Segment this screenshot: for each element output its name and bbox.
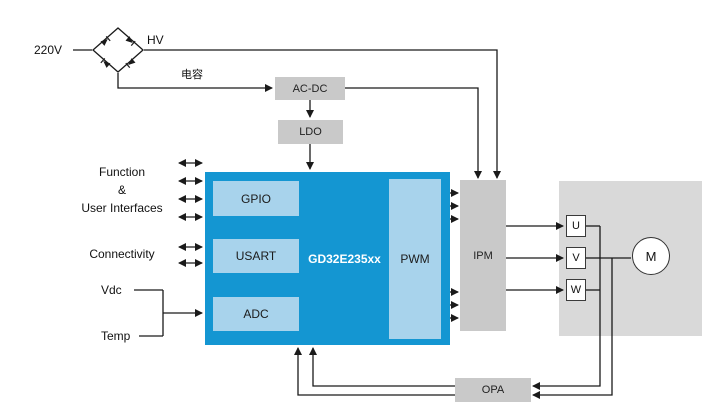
capacitor-label: 电容 <box>181 69 203 81</box>
temp-label: Temp <box>101 329 131 343</box>
gpio-block: GPIO <box>213 181 299 216</box>
motor-symbol: M <box>632 237 670 275</box>
function-label-line2: & <box>117 183 126 197</box>
function-label-line1: Function <box>98 165 146 179</box>
ldo-block: LDO <box>278 120 343 144</box>
usart-block: USART <box>213 239 299 273</box>
hv-label: HV <box>147 33 164 47</box>
phase-u-box: U <box>566 215 586 237</box>
vdc-label: Vdc <box>101 283 122 297</box>
connectivity-label: Connectivity <box>89 247 155 261</box>
bridge-rectifier-icon <box>92 27 144 73</box>
wire-opa-to-adc-1 <box>309 347 455 387</box>
opa-block: OPA <box>455 378 531 402</box>
acdc-block: AC-DC <box>275 77 345 100</box>
phase-w-box: W <box>566 279 586 301</box>
ipm-block: IPM <box>460 180 506 331</box>
function-label-line3: User Interfaces <box>81 201 163 215</box>
wire-opa-to-adc-2 <box>294 347 455 396</box>
mcu-name-label: GD32E235xx <box>308 251 381 266</box>
function-label: Function & User Interfaces <box>56 163 188 217</box>
phase-v-box: V <box>566 247 586 269</box>
pwm-block: PWM <box>389 179 441 339</box>
adc-block: ADC <box>213 297 299 331</box>
voltage-label: 220V <box>34 43 63 57</box>
wire-acdc-to-ipm <box>345 87 482 179</box>
